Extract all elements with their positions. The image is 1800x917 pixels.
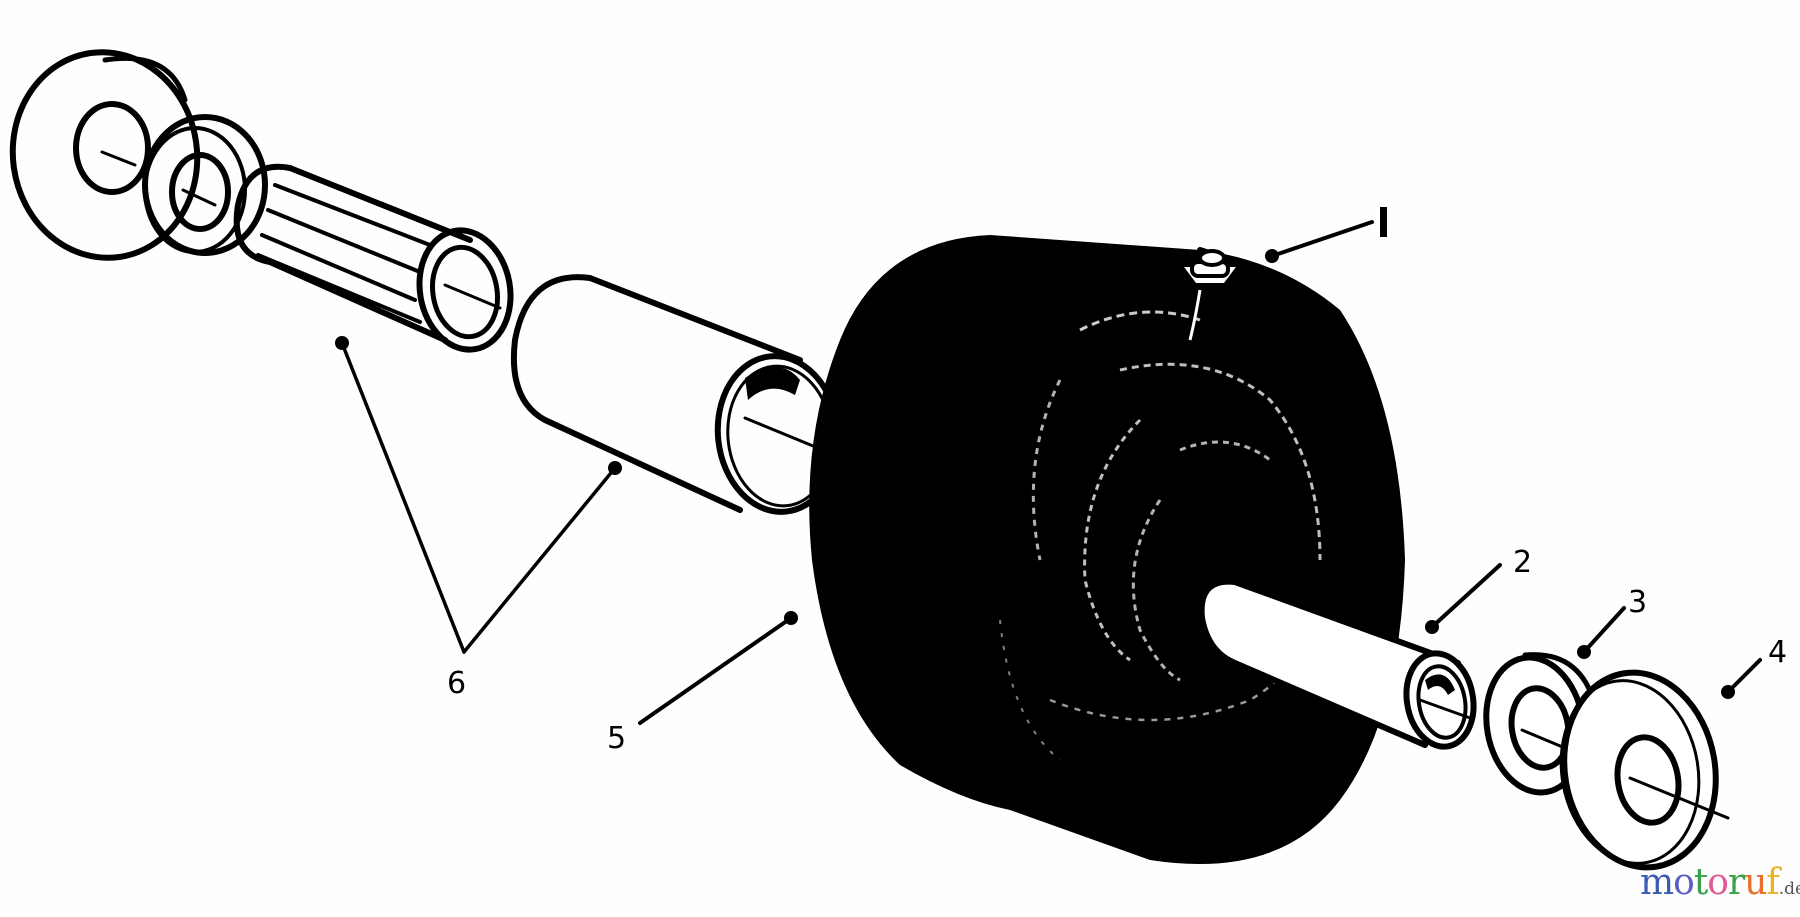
callout-3: 3: [1577, 585, 1647, 659]
thin-washer: [1483, 652, 1598, 796]
logo-letter: f: [1766, 862, 1779, 903]
callout-5-label: 5: [607, 721, 626, 756]
callout-2: 2: [1425, 545, 1532, 634]
callout-1-label: [1380, 207, 1387, 237]
callout-5: 5: [607, 611, 798, 756]
logo-letter: m: [1640, 862, 1674, 903]
logo-suffix: .de: [1778, 879, 1800, 899]
wheel-tire: [809, 235, 1405, 864]
logo-letter: r: [1727, 862, 1745, 903]
bushing-sleeve: [510, 274, 842, 515]
thick-spacer-ring: [142, 114, 268, 256]
callout-2-label: 2: [1513, 545, 1532, 580]
flat-washer: [1559, 669, 1730, 871]
callout-1: [1265, 207, 1387, 263]
callout-6: 6: [335, 336, 622, 701]
roller-bearing: [233, 163, 514, 353]
logo-letter: u: [1744, 862, 1767, 903]
logo-letter: t: [1693, 862, 1709, 903]
logo-letter: o: [1673, 862, 1695, 903]
motoruf-logo: motoruf.de: [1640, 862, 1800, 903]
callout-4: 4: [1721, 635, 1787, 699]
logo-letter: o: [1707, 862, 1729, 903]
large-washer-left: [9, 49, 201, 261]
axle-spacer-tube: [1198, 578, 1477, 750]
callout-3-label: 3: [1628, 585, 1647, 620]
callout-6-label: 6: [447, 666, 466, 701]
callout-4-label: 4: [1768, 635, 1787, 670]
grease-fitting: [1176, 249, 1244, 341]
